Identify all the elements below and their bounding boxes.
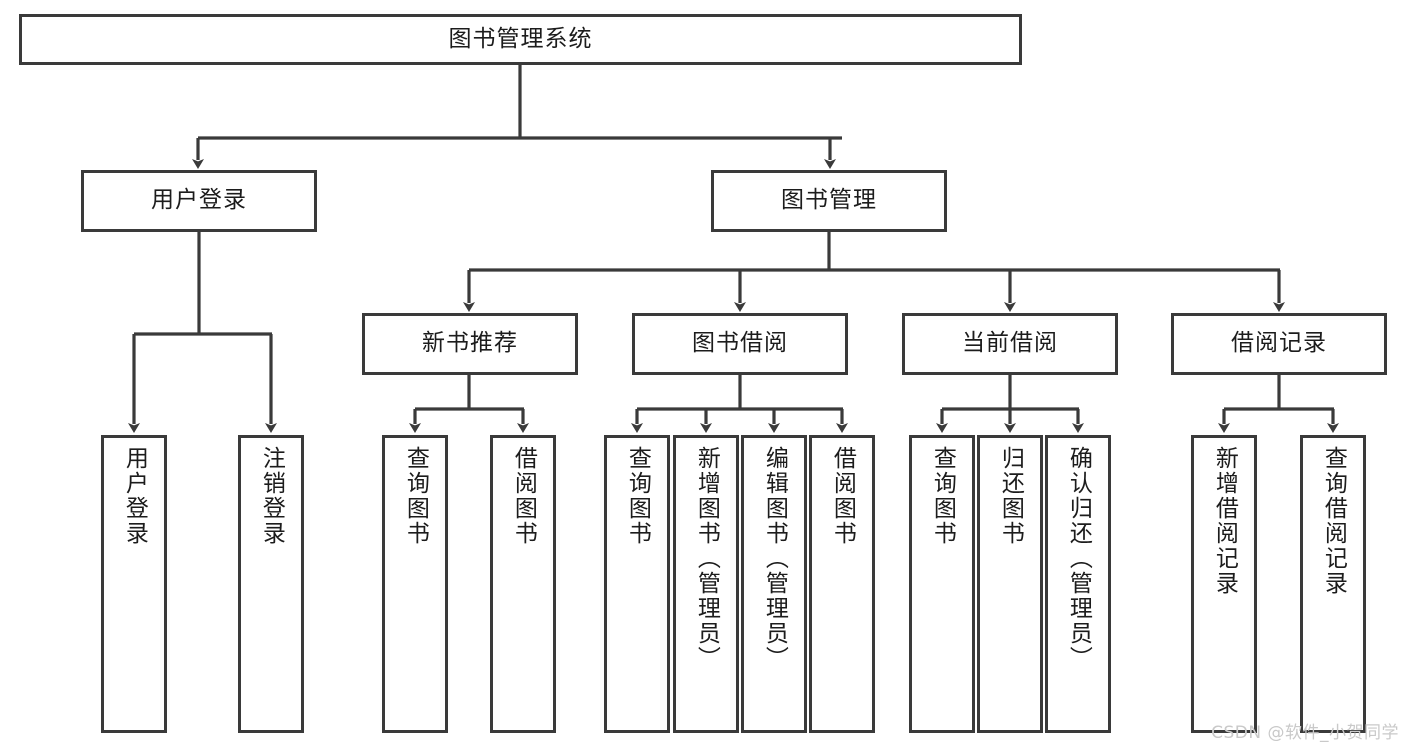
leaf-borrow-add-book-label: 新增图书（管理员）	[693, 446, 720, 671]
leaf-borrow-add-book[interactable]: 新增图书（管理员）	[673, 435, 739, 733]
leaf-current-confirm-return[interactable]: 确认归还（管理员）	[1045, 435, 1111, 733]
leaf-logout[interactable]: 注销登录	[238, 435, 304, 733]
leaf-current-query-book-label: 查询图书	[929, 446, 956, 546]
node-book-management[interactable]: 图书管理	[711, 170, 947, 232]
node-root-system[interactable]: 图书管理系统	[19, 14, 1022, 65]
leaf-current-return-book-label: 归还图书	[997, 446, 1024, 546]
node-borrow-records-label: 借阅记录	[1231, 330, 1327, 357]
node-new-book-recommend-label: 新书推荐	[422, 330, 518, 357]
leaf-records-add-record-label: 新增借阅记录	[1211, 446, 1238, 596]
leaf-borrow-edit-book-label: 编辑图书（管理员）	[761, 446, 788, 671]
watermark: CSDN @软件_小贺同学	[1211, 723, 1399, 743]
leaf-records-query-record-label: 查询借阅记录	[1320, 446, 1347, 596]
leaf-newbook-borrow-book-label: 借阅图书	[510, 446, 537, 546]
leaf-records-query-record[interactable]: 查询借阅记录	[1300, 435, 1366, 733]
leaf-newbook-query-book-label: 查询图书	[402, 446, 429, 546]
leaf-borrow-borrow-book[interactable]: 借阅图书	[809, 435, 875, 733]
node-root-label: 图书管理系统	[448, 25, 593, 52]
leaf-newbook-borrow-book[interactable]: 借阅图书	[490, 435, 556, 733]
leaf-user-login-label: 用户登录	[121, 446, 148, 546]
node-book-borrow-label: 图书借阅	[692, 330, 788, 357]
leaf-current-query-book[interactable]: 查询图书	[909, 435, 975, 733]
leaf-borrow-edit-book[interactable]: 编辑图书（管理员）	[741, 435, 807, 733]
leaf-logout-label: 注销登录	[258, 446, 285, 546]
leaf-borrow-borrow-book-label: 借阅图书	[829, 446, 856, 546]
node-user-login[interactable]: 用户登录	[81, 170, 317, 232]
leaf-records-add-record[interactable]: 新增借阅记录	[1191, 435, 1257, 733]
leaf-newbook-query-book[interactable]: 查询图书	[382, 435, 448, 733]
leaf-borrow-query-book-label: 查询图书	[624, 446, 651, 546]
leaf-current-confirm-return-label: 确认归还（管理员）	[1065, 446, 1092, 671]
node-book-borrow[interactable]: 图书借阅	[632, 313, 848, 375]
node-user-login-label: 用户登录	[151, 187, 247, 214]
node-current-borrow[interactable]: 当前借阅	[902, 313, 1118, 375]
node-new-book-recommend[interactable]: 新书推荐	[362, 313, 578, 375]
leaf-current-return-book[interactable]: 归还图书	[977, 435, 1043, 733]
leaf-user-login[interactable]: 用户登录	[101, 435, 167, 733]
leaf-borrow-query-book[interactable]: 查询图书	[604, 435, 670, 733]
node-current-borrow-label: 当前借阅	[962, 330, 1058, 357]
node-book-management-label: 图书管理	[781, 187, 877, 214]
node-borrow-records[interactable]: 借阅记录	[1171, 313, 1387, 375]
